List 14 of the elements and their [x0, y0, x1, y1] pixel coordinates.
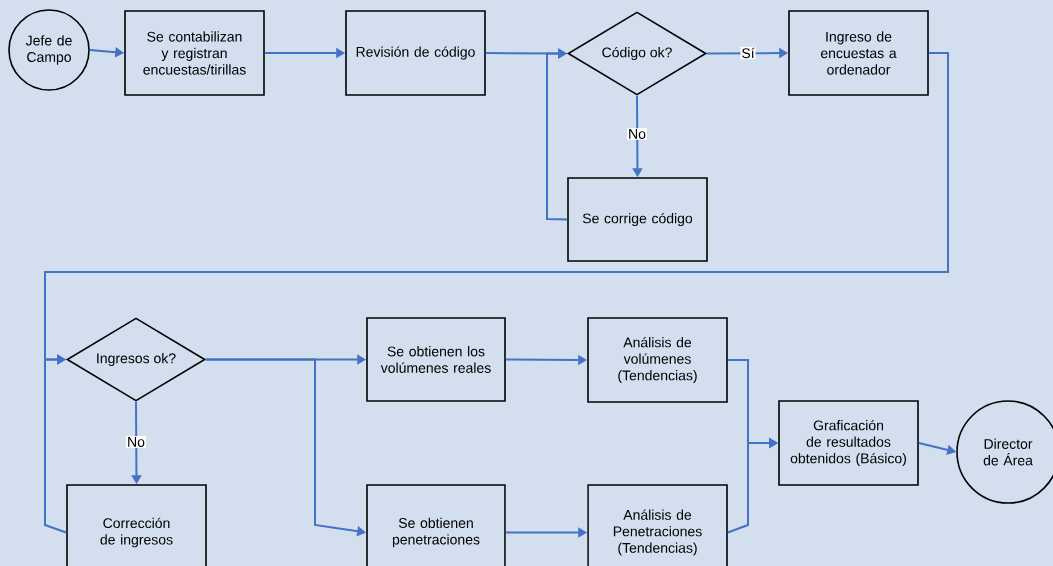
- edge-label: No: [627, 128, 647, 140]
- process-box: Se contabilizan y registran encuestas/tirillas: [124, 10, 265, 96]
- process-box: Análisis de volúmenes (Tendencias): [587, 317, 728, 403]
- process-box: Se corrige código: [567, 177, 708, 262]
- process-box: Corrección de ingresos: [66, 484, 207, 566]
- process-box: Se obtienen los volúmenes reales: [366, 317, 506, 402]
- arrow: [44, 354, 68, 534]
- process-box: Revisión de código: [345, 10, 486, 96]
- process-box: Se obtienen penetraciones: [366, 484, 506, 566]
- process-box: Análisis de Penetraciones (Tendencias): [587, 484, 728, 566]
- arrow: [546, 48, 569, 221]
- process-box: Graficación de resultados obtenidos (Básico): [778, 400, 919, 486]
- edge-label: No: [126, 436, 146, 448]
- process-box: Ingreso de encuestas a ordenador: [788, 10, 929, 96]
